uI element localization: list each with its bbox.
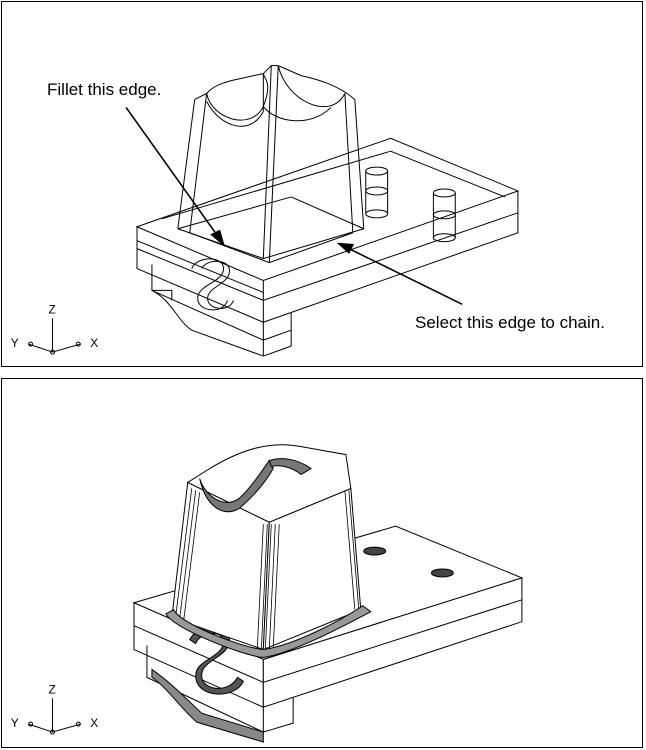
axis-z-label: Z xyxy=(48,682,55,696)
base-right-face xyxy=(263,190,519,323)
hole-left-top xyxy=(365,166,389,176)
tower-edge-center xyxy=(262,65,272,259)
base-slot xyxy=(151,264,264,341)
filleted-drawing: Z Y X xyxy=(11,444,524,743)
hole-right-top xyxy=(432,188,456,198)
fillet-leader xyxy=(125,106,221,240)
tower-edge-left xyxy=(177,99,196,229)
cradle-right-hatch xyxy=(268,458,312,476)
wireframe-drawing: Z Y X xyxy=(11,65,520,357)
s-curve-hatched xyxy=(151,668,264,743)
base-right-face xyxy=(262,577,523,708)
axis-z-label: Z xyxy=(49,302,56,316)
axis-y-label: Y xyxy=(11,716,19,730)
axis-x-label: X xyxy=(90,716,98,730)
shaded-viewport-after: Z Y X xyxy=(1,378,643,748)
ucs-icon-bottom xyxy=(28,698,81,735)
hole-left xyxy=(363,546,387,556)
callout-chain-edge: Select this edge to chain. xyxy=(415,313,605,332)
base-fillet xyxy=(165,605,372,658)
ucs-icon-top xyxy=(28,318,81,355)
axis-y-label: Y xyxy=(11,336,19,350)
hole-right xyxy=(430,568,454,578)
axis-x-label: X xyxy=(90,336,98,350)
s-curve-pocket xyxy=(191,258,228,311)
tower-top xyxy=(186,444,352,523)
tower-edge-right xyxy=(344,93,354,233)
wireframe-viewport-before: Z Y X Fillet this edge. Select this edge… xyxy=(1,1,643,367)
base-front-face xyxy=(136,226,264,323)
chain-arrowhead xyxy=(336,242,355,254)
chain-leader xyxy=(344,245,463,306)
fillet-arrowhead xyxy=(210,229,226,247)
tower-top-cradle xyxy=(194,65,356,100)
callout-fillet-edge: Fillet this edge. xyxy=(47,80,162,99)
